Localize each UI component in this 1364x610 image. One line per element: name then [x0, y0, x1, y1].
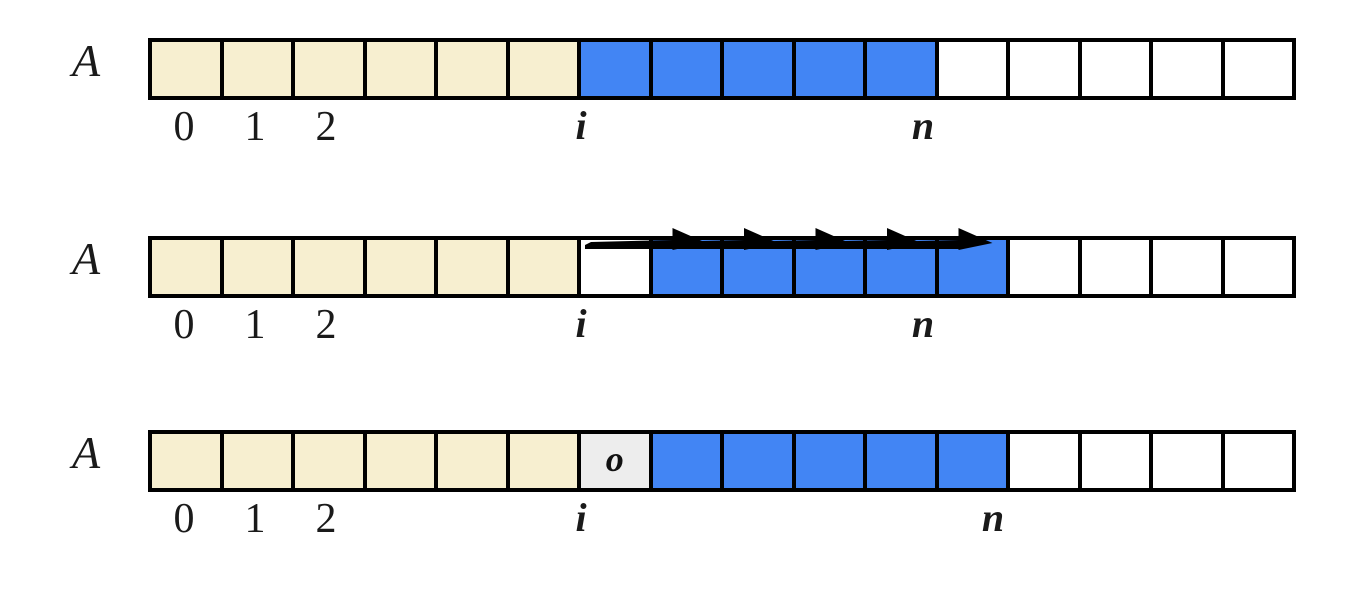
array-cell-14[interactable]	[1153, 240, 1221, 294]
array-cell-15[interactable]	[1224, 434, 1292, 488]
array-cell-2[interactable]	[295, 434, 363, 488]
index-labels-group: 0 1 2 i n	[148, 498, 1296, 554]
array-cell-6[interactable]: o	[581, 434, 649, 488]
index-label-0: 0	[173, 104, 195, 150]
index-label-i: i	[575, 495, 587, 540]
index-label-1: 1	[244, 104, 266, 150]
array-cell-4[interactable]	[438, 42, 506, 96]
array-cell-14[interactable]	[1153, 42, 1221, 96]
index-label-1: 1	[244, 302, 266, 348]
index-label-i: i	[575, 103, 587, 148]
array-name-label: A	[71, 427, 101, 478]
array-cell-7[interactable]	[652, 434, 720, 488]
array-cell-6[interactable]	[581, 42, 649, 96]
array-cell-12[interactable]	[1010, 240, 1078, 294]
array-cell-12[interactable]	[1010, 434, 1078, 488]
array-cell-15[interactable]	[1224, 240, 1292, 294]
array-cell-11[interactable]	[938, 42, 1006, 96]
array-cell-3[interactable]	[366, 434, 434, 488]
array-cell-5[interactable]	[509, 42, 577, 96]
array-cell-14[interactable]	[1153, 434, 1221, 488]
index-label-2: 2	[315, 496, 337, 542]
array-cell-2[interactable]	[295, 42, 363, 96]
array-cell-7[interactable]	[652, 42, 720, 96]
array-row-shifted-state: A 0 1 2 i n	[0, 218, 1364, 378]
array-cell-4[interactable]	[438, 240, 506, 294]
index-label-0: 0	[173, 302, 195, 348]
array-cell-13[interactable]	[1081, 434, 1149, 488]
index-labels-group: 0 1 2 i n	[148, 304, 1296, 360]
array-cell-3[interactable]	[366, 42, 434, 96]
array-cell-0[interactable]	[152, 42, 220, 96]
index-label-1: 1	[244, 496, 266, 542]
array-row-initial-state: A 0 1 2 i n	[0, 20, 1364, 180]
array-cell-value: o	[605, 439, 624, 479]
array-cell-9[interactable]	[795, 434, 863, 488]
array-cell-15[interactable]	[1224, 42, 1292, 96]
array-cell-2[interactable]	[295, 240, 363, 294]
array-cell-0[interactable]	[152, 240, 220, 294]
index-labels-group: 0 1 2 i n	[148, 106, 1296, 162]
array-cell-11[interactable]	[938, 434, 1006, 488]
shift-arrows-group	[148, 218, 1296, 252]
array-cell-10[interactable]	[867, 434, 935, 488]
index-label-2: 2	[315, 302, 337, 348]
array-cell-12[interactable]	[1010, 42, 1078, 96]
array-cell-9[interactable]	[795, 42, 863, 96]
array-cell-5[interactable]	[509, 434, 577, 488]
array-cell-1[interactable]	[223, 240, 291, 294]
array-cell-10[interactable]	[867, 42, 935, 96]
array-cell-4[interactable]	[438, 434, 506, 488]
index-label-n: n	[911, 301, 935, 346]
index-label-n: n	[981, 495, 1005, 540]
index-label-0: 0	[173, 496, 195, 542]
array-cell-5[interactable]	[509, 240, 577, 294]
array-cell-1[interactable]	[223, 42, 291, 96]
array-cell-0[interactable]	[152, 434, 220, 488]
shift-arrow-5	[871, 228, 993, 250]
array-cell-13[interactable]	[1081, 42, 1149, 96]
array-name-label: A	[71, 233, 101, 284]
array-cell-1[interactable]	[223, 434, 291, 488]
array-cell-13[interactable]	[1081, 240, 1149, 294]
index-label-n: n	[911, 103, 935, 148]
array-cell-3[interactable]	[366, 240, 434, 294]
array-cell-8[interactable]	[724, 434, 792, 488]
array-strip	[148, 38, 1296, 100]
array-cell-8[interactable]	[724, 42, 792, 96]
array-strip: o	[148, 430, 1296, 492]
index-label-i: i	[575, 301, 587, 346]
array-name-label: A	[71, 35, 101, 86]
index-label-2: 2	[315, 104, 337, 150]
